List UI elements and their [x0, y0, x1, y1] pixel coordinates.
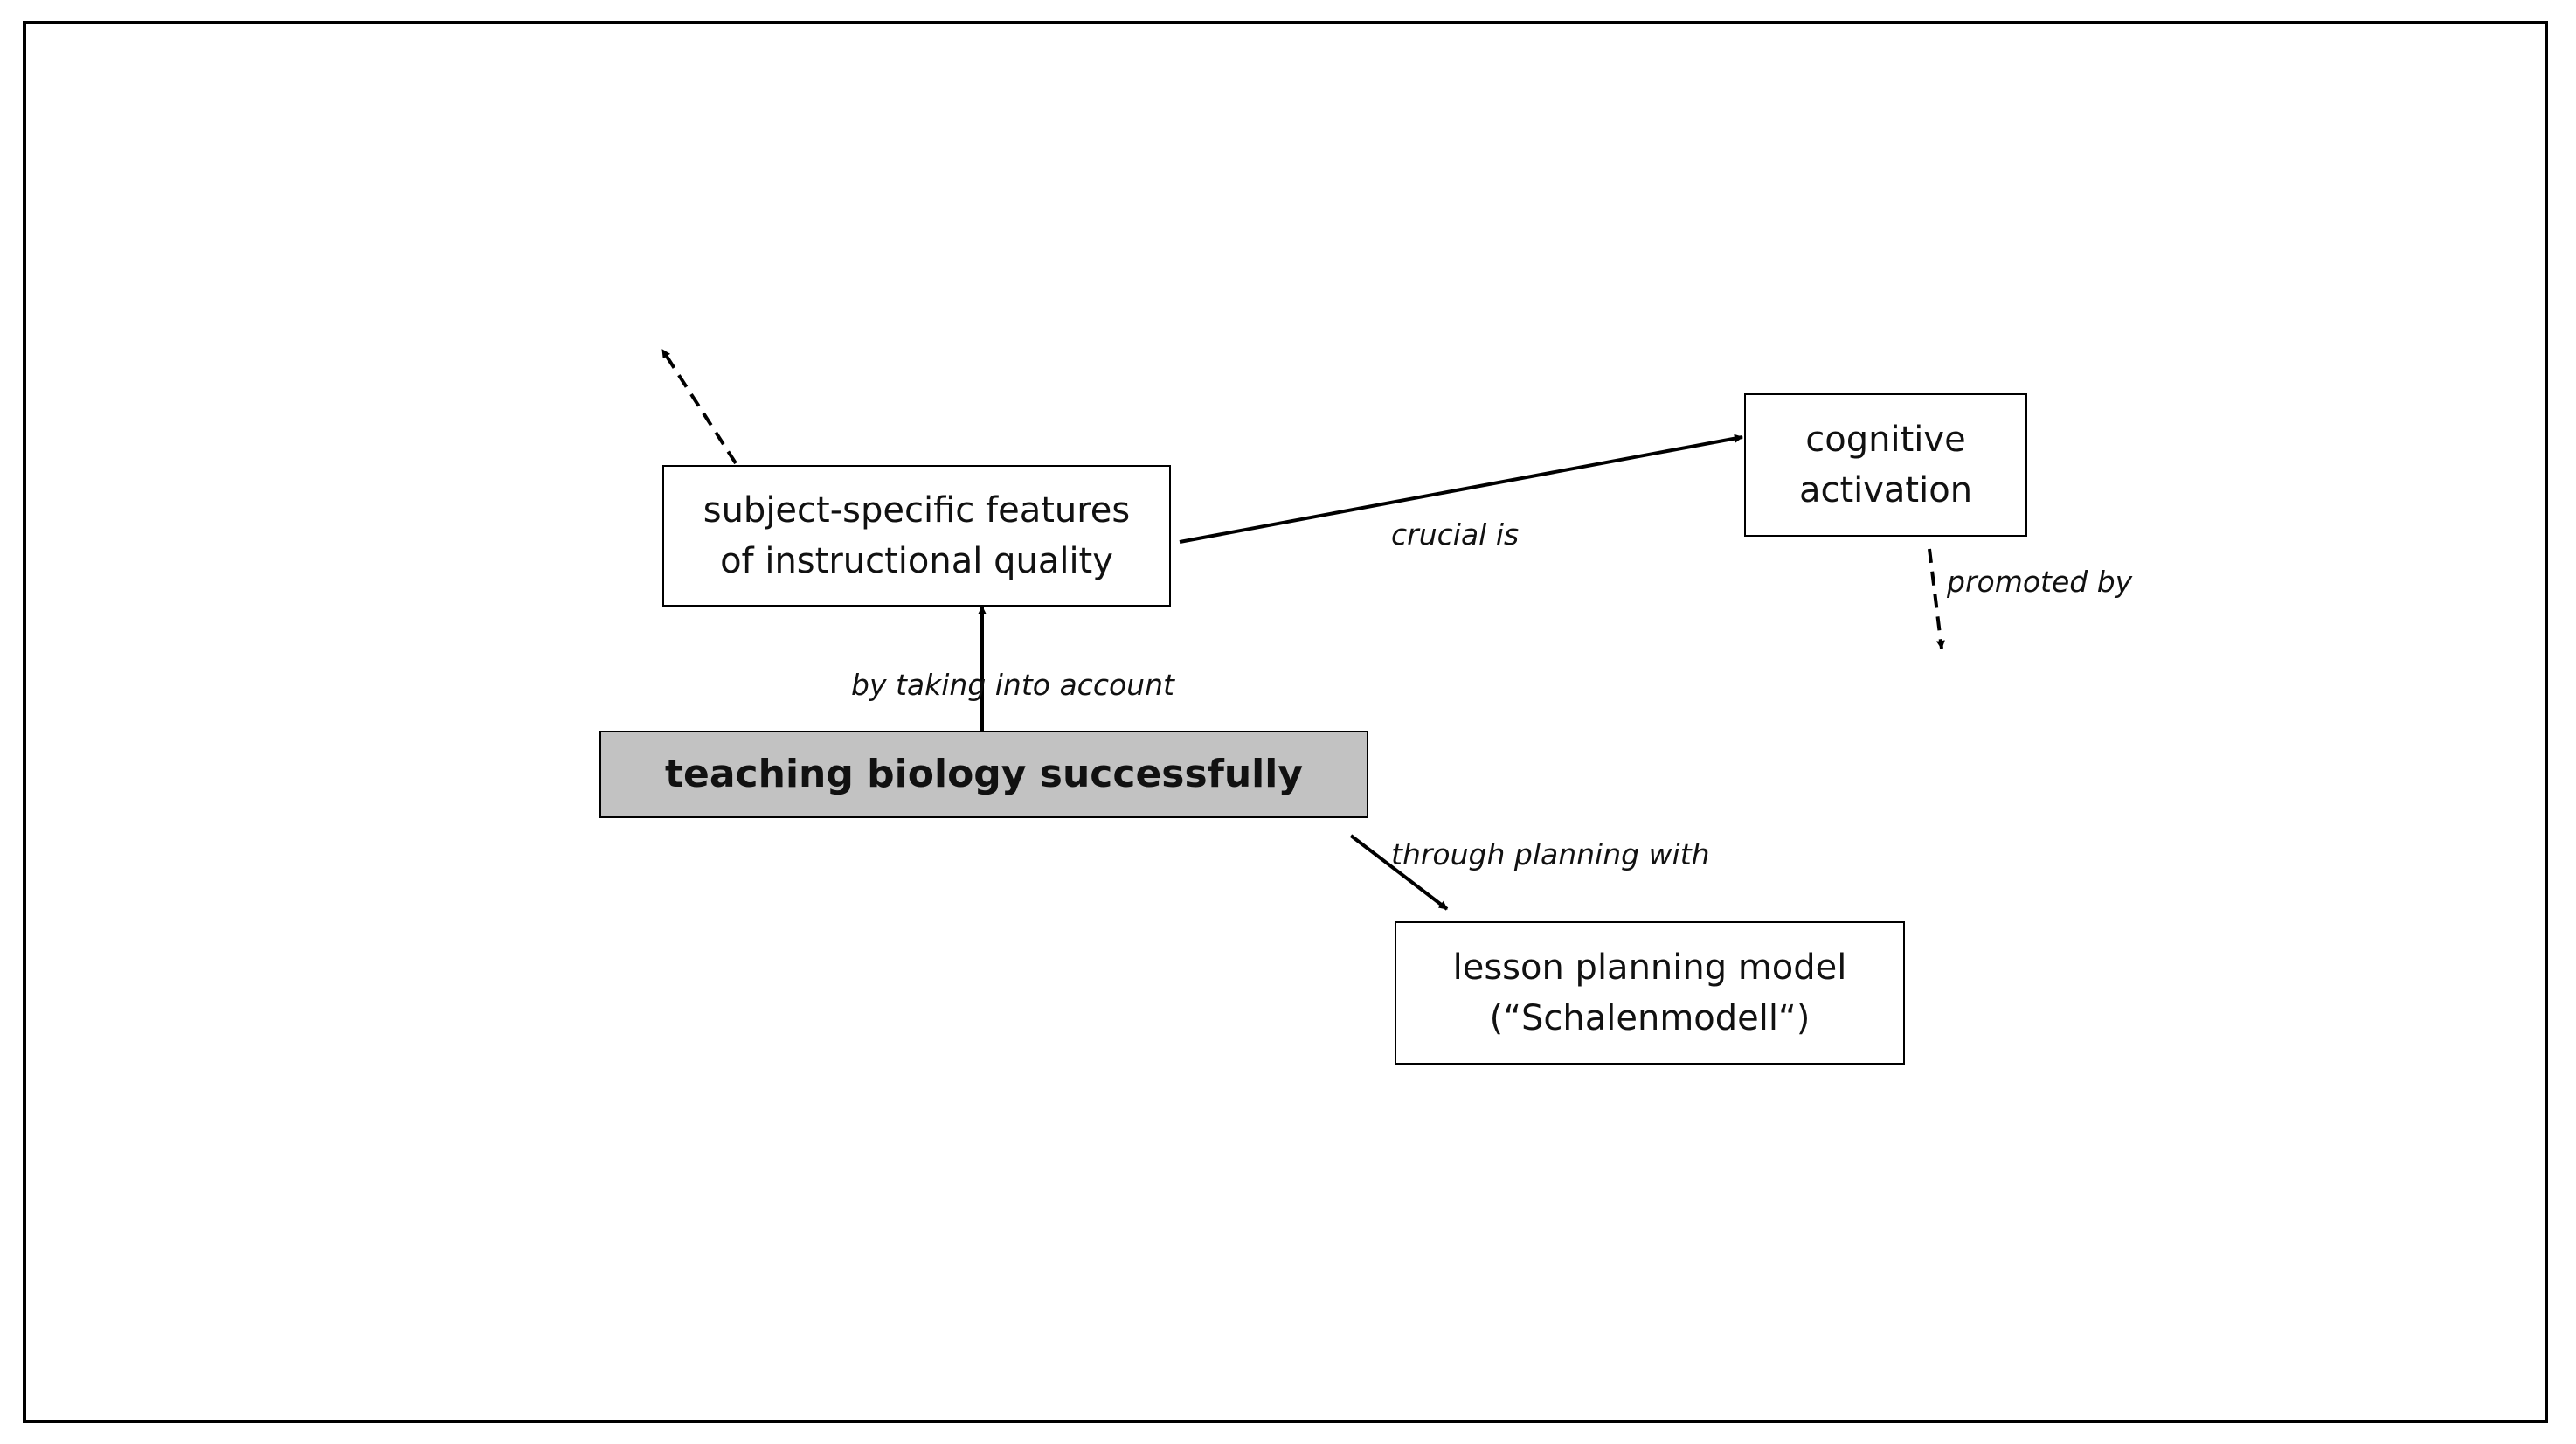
edge-features-outward-dashed — [661, 348, 737, 465]
edge-cognitive-promoted-dashed — [1928, 548, 1945, 649]
edge-label-by-taking-into-account: by taking into account — [851, 668, 1174, 702]
edge-features-to-cognitive — [1179, 434, 1743, 544]
edge-label-promoted-by: promoted by — [1947, 565, 2133, 599]
diagram-frame — [23, 21, 2548, 1423]
edge-label-through-planning-with: through planning with — [1391, 837, 1710, 871]
node-cognitive-activation: cognitive activation — [1744, 393, 2027, 537]
node-lesson-planning-model: lesson planning model (“Schalenmodell“) — [1395, 921, 1905, 1065]
node-subject-specific-features: subject-specific features of instruction… — [662, 465, 1171, 607]
node-teaching-biology-successfully: teaching biology successfully — [599, 731, 1368, 818]
edge-central-to-planning — [1349, 834, 1449, 911]
edge-label-crucial-is: crucial is — [1391, 517, 1520, 552]
